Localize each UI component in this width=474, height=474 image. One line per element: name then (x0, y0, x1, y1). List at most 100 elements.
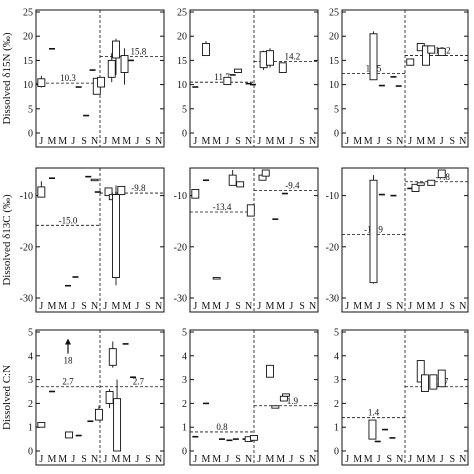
box-mark (266, 50, 274, 66)
month-label: M (112, 136, 121, 147)
month-label: J (71, 454, 75, 465)
month-label: N (91, 454, 98, 465)
box-mark (250, 435, 258, 441)
month-label: M (202, 301, 211, 312)
box-mark (113, 398, 122, 452)
month-label: S (235, 301, 241, 312)
month-label: J (193, 454, 197, 465)
y-tick-label: -10 (174, 191, 187, 202)
month-label: M (212, 454, 221, 465)
month-label: M (122, 301, 131, 312)
y-tick-label: 15 (329, 56, 339, 67)
month-label: S (299, 301, 305, 312)
y-tick-label: 0 (182, 129, 187, 140)
y-tick-label: 10 (23, 80, 33, 91)
month-label: M (353, 454, 362, 465)
month-label: S (81, 454, 87, 465)
y-tick-label: 0 (28, 129, 33, 140)
y-tick-label: 1 (182, 423, 187, 434)
y-tick-label: 10 (329, 80, 339, 91)
month-label: J (408, 454, 412, 465)
month-label: N (155, 454, 162, 465)
month-label: J (193, 136, 197, 147)
y-tick-label: 25 (177, 8, 187, 19)
row-y-axis-label: Dissolved δ15N (‰) (1, 32, 13, 124)
mean-label-left: 2.7 (62, 377, 74, 387)
month-label: J (225, 301, 229, 312)
month-label: S (145, 301, 151, 312)
mean-label-right: -9.4 (285, 180, 300, 190)
month-label: M (427, 136, 436, 147)
y-tick-label: 5 (28, 104, 33, 115)
month-label: J (39, 301, 43, 312)
box-mark (246, 204, 255, 217)
box-mark (236, 181, 245, 188)
month-label: M (202, 136, 211, 147)
month-label: M (112, 301, 121, 312)
box-mark (411, 183, 420, 192)
y-tick-label: -30 (20, 294, 33, 305)
month-label: J (345, 136, 349, 147)
mean-label-left: 1.4 (368, 408, 380, 418)
month-label: M (266, 454, 275, 465)
box-mark (105, 391, 114, 404)
mean-label-left: 11.7 (214, 72, 230, 82)
box-mark (37, 186, 46, 198)
y-tick-label: 5 (334, 104, 339, 115)
month-label: S (449, 136, 455, 147)
y-tick-label: 0 (182, 447, 187, 458)
box-mark (282, 393, 290, 397)
month-label: M (276, 454, 285, 465)
y-tick-label: -10 (20, 191, 33, 202)
box-mark (261, 169, 270, 177)
month-label: S (299, 136, 305, 147)
month-label: N (396, 136, 403, 147)
month-label: N (459, 136, 466, 147)
box-mark (228, 174, 237, 186)
y-tick-label: 15 (177, 56, 187, 67)
month-label: J (71, 301, 75, 312)
month-label: S (145, 454, 151, 465)
box-mark (416, 182, 425, 186)
month-label: N (155, 301, 162, 312)
box-mark (112, 194, 120, 278)
y-tick-label: 1 (28, 423, 33, 434)
month-label: M (212, 136, 221, 147)
month-label: N (459, 454, 466, 465)
month-label: M (353, 301, 362, 312)
mean-label-right: 15.8 (131, 47, 147, 57)
month-label: M (58, 454, 67, 465)
month-label: M (364, 136, 373, 147)
month-label: J (289, 301, 293, 312)
box-mark (90, 178, 99, 182)
panel-1-3: 0510152025JMMJSNJMMJSN12.516.2 (329, 8, 469, 148)
box-mark (202, 43, 210, 57)
box-mark (278, 62, 287, 73)
month-label: S (386, 301, 392, 312)
month-label: J (377, 136, 381, 147)
box-mark (421, 374, 429, 392)
box-mark (422, 45, 430, 66)
box-mark (112, 40, 120, 59)
month-label: M (266, 301, 275, 312)
box-mark (406, 58, 415, 66)
box-mark (104, 187, 113, 197)
y-tick-label: 5 (182, 328, 187, 339)
y-tick-label: 0 (28, 447, 33, 458)
month-label: N (91, 301, 98, 312)
y-tick-label: 4 (28, 351, 33, 362)
month-label: S (299, 454, 305, 465)
month-label: S (145, 136, 151, 147)
month-label: J (408, 136, 412, 147)
y-tick-label: 5 (334, 328, 339, 339)
month-label: J (289, 136, 293, 147)
box-mark (369, 179, 378, 284)
month-label: M (364, 301, 373, 312)
